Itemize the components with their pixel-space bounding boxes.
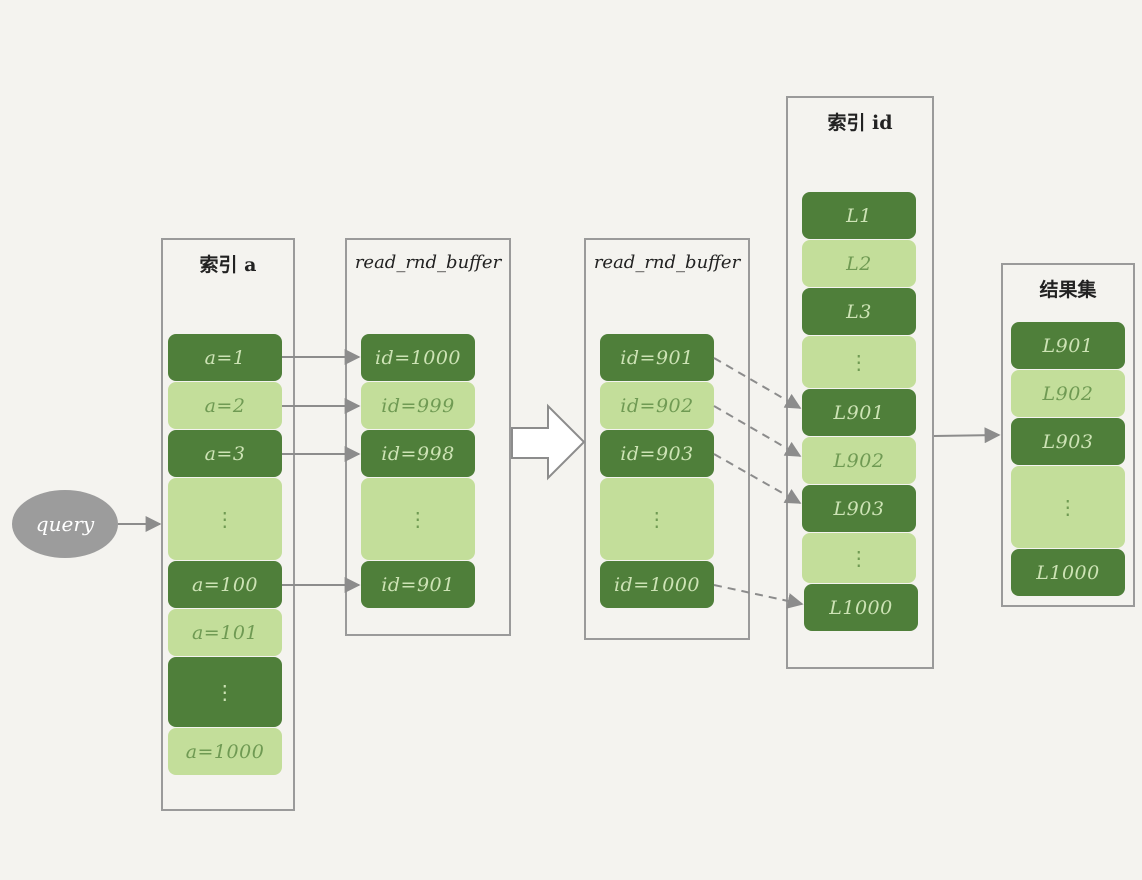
panel-title-buffer-sorted: read_rnd_buffer: [593, 252, 741, 273]
buffer2-cell-903: id=903: [600, 430, 714, 477]
index-a-cell-1: a=1: [168, 334, 282, 381]
panel-title-index-id: 索引 id: [827, 112, 893, 134]
index-a-cell-100: a=100: [168, 561, 282, 608]
arrow-id1000-to-l1000: [713, 584, 804, 609]
panel-title-result-set: 结果集: [1039, 279, 1097, 301]
index-a-cell-3: a=3: [168, 430, 282, 477]
index-id-cell-l1000: L1000: [804, 584, 918, 631]
index-a-cell-ellipsis-1: ⋮: [168, 478, 282, 560]
index-id-cell-ellipsis-2: ⋮: [802, 533, 916, 583]
buffer1-cell-998: id=998: [361, 430, 475, 477]
index-id-cell-l902: L902: [802, 437, 916, 484]
panel-buffer-sorted: read_rnd_buffer: [584, 238, 750, 640]
arrow-id902-to-l902: [713, 405, 802, 457]
panel-index-id: 索引 id: [786, 96, 934, 669]
buffer1-cell-999: id=999: [361, 382, 475, 429]
panel-title-index-a: 索引 a: [199, 254, 257, 276]
panel-index-a: 索引 a: [161, 238, 295, 811]
arrow-id901-to-l901: [713, 357, 802, 409]
result-cell-l903: L903: [1011, 418, 1125, 465]
arrow-id903-to-l903: [713, 453, 802, 504]
query-node: query: [12, 490, 118, 558]
buffer2-cell-1000: id=1000: [600, 561, 714, 608]
result-cell-ellipsis: ⋮: [1011, 466, 1125, 548]
result-cell-l902: L902: [1011, 370, 1125, 417]
panel-buffer-unsorted: read_rnd_buffer: [345, 238, 511, 636]
index-a-cell-ellipsis-2: ⋮: [168, 657, 282, 727]
buffer1-cell-ellipsis: ⋮: [361, 478, 475, 560]
index-a-cell-101: a=101: [168, 609, 282, 656]
buffer1-cell-901: id=901: [361, 561, 475, 608]
index-id-cell-l3: L3: [802, 288, 916, 335]
result-cell-l1000: L1000: [1011, 549, 1125, 596]
index-id-cell-l1: L1: [802, 192, 916, 239]
arrow-index-id-to-result: [933, 427, 1001, 444]
buffer1-cell-1000: id=1000: [361, 334, 475, 381]
index-id-cell-l2: L2: [802, 240, 916, 287]
index-a-cell-1000: a=1000: [168, 728, 282, 775]
panel-title-buffer-unsorted: read_rnd_buffer: [354, 252, 502, 273]
result-cell-l901: L901: [1011, 322, 1125, 369]
sort-arrow: [511, 403, 586, 481]
panel-result-set: 结果集: [1001, 263, 1135, 607]
buffer2-cell-901: id=901: [600, 334, 714, 381]
buffer2-cell-902: id=902: [600, 382, 714, 429]
index-id-cell-l903: L903: [802, 485, 916, 532]
index-id-cell-ellipsis-1: ⋮: [802, 336, 916, 388]
buffer2-cell-ellipsis: ⋮: [600, 478, 714, 560]
index-a-cell-2: a=2: [168, 382, 282, 429]
index-id-cell-l901: L901: [802, 389, 916, 436]
